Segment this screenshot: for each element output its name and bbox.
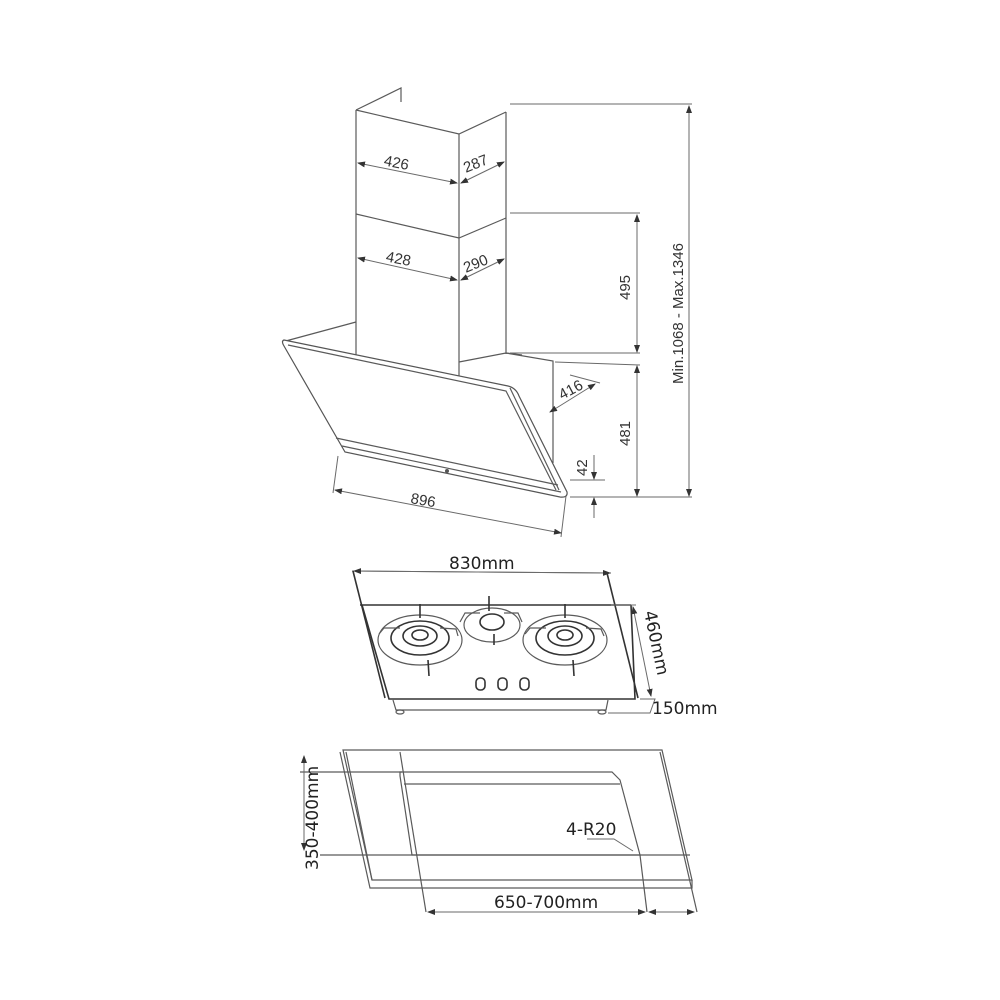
gas-hob	[351, 568, 656, 715]
dim-cutout-width: 650-700mm	[494, 893, 598, 913]
knob-icon	[475, 677, 486, 691]
dim-hood-width: 896	[409, 490, 437, 511]
burner-center	[459, 596, 523, 645]
dim-hob-height: 150mm	[652, 699, 718, 719]
range-hood	[281, 87, 692, 538]
dim-chimney-upper-depth: 287	[461, 151, 491, 176]
burner-left	[377, 604, 463, 677]
knob-icon	[497, 677, 508, 691]
hood-body	[281, 321, 568, 498]
dim-body-depth: 416	[556, 377, 586, 404]
knob-icon	[519, 677, 530, 691]
dim-corner-radius: 4-R20	[566, 820, 616, 840]
indicator-led-icon	[445, 469, 449, 473]
chimney-upper	[355, 87, 507, 385]
dim-hob-width: 830mm	[449, 554, 515, 574]
dim-bottom-lip: 42	[574, 459, 591, 476]
control-knobs	[475, 677, 530, 691]
dim-chimney-lower-width: 428	[385, 248, 413, 269]
dim-chimney-upper-width: 426	[383, 152, 411, 173]
dim-chimney-lower-depth: 290	[461, 251, 491, 276]
dim-chimney-height: 495	[617, 275, 634, 300]
countertop-cutout	[300, 749, 698, 915]
burner-right	[522, 604, 608, 677]
dim-cutout-depth: 350-400mm	[303, 766, 323, 870]
dim-hob-depth: 460mm	[639, 609, 672, 677]
dim-total-height: Min.1068 - Max.1346	[670, 243, 687, 384]
dim-body-height: 481	[617, 421, 634, 446]
